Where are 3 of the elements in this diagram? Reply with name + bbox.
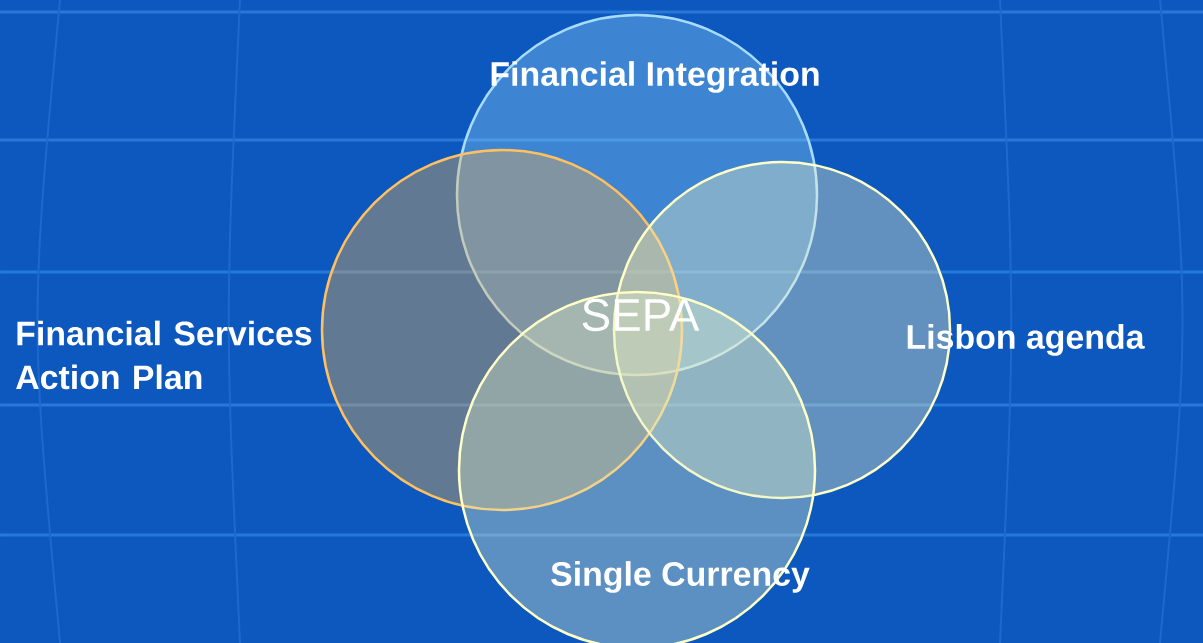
venn-circle xyxy=(457,290,817,643)
circle-label: Financial Services Action Plan xyxy=(16,320,312,390)
center-label: SEPA xyxy=(582,298,700,332)
